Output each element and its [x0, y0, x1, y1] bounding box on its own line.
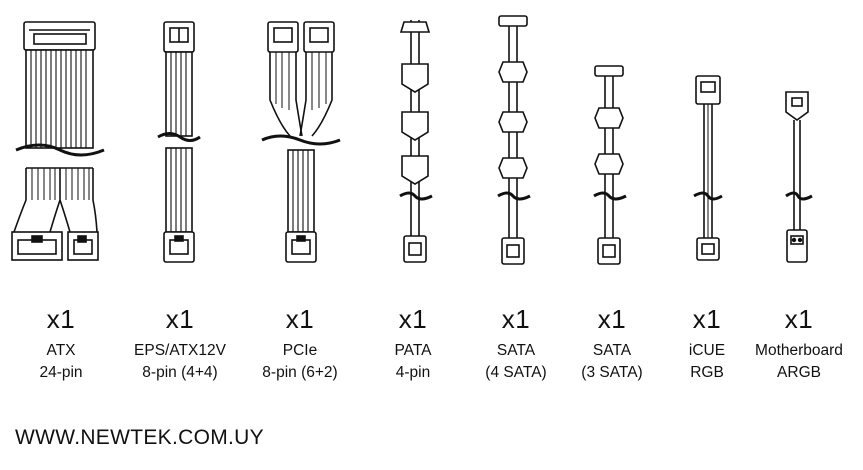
cable-detail: ARGB [777, 364, 821, 381]
quantity-label: x1 [398, 304, 428, 334]
cable-name: iCUE [688, 342, 726, 359]
cable-name: PATA [394, 342, 432, 359]
cable-detail: (4 SATA) [485, 364, 547, 381]
cable-detail: (3 SATA) [581, 364, 643, 381]
cable-name: SATA [496, 342, 536, 359]
quantity-label: x1 [285, 304, 315, 334]
sata-4-connector-cable-icon [497, 15, 531, 265]
cable-name: Motherboard [755, 342, 843, 359]
sata-3-connector-cable-icon [593, 65, 627, 265]
atx-24pin-cable-icon [11, 21, 105, 261]
cable-detail: 4-pin [395, 364, 431, 381]
icue-rgb-cable-icon [693, 75, 723, 261]
quantity-label: x1 [784, 304, 814, 334]
quantity-label: x1 [46, 304, 76, 334]
cable-detail: 8-pin (6+2) [262, 364, 338, 381]
cable-name: SATA [592, 342, 632, 359]
cable-name: EPS/ATX12V [134, 342, 226, 359]
cable-name: ATX [46, 342, 76, 359]
quantity-label: x1 [501, 304, 531, 334]
quantity-label: x1 [692, 304, 722, 334]
pcie-dual-cable-icon [261, 21, 341, 263]
cable-detail: 24-pin [39, 364, 83, 381]
cable-detail: RGB [690, 364, 724, 381]
quantity-label: x1 [597, 304, 627, 334]
cable-detail: 8-pin (4+4) [142, 364, 218, 381]
cable-name: PCIe [282, 342, 318, 359]
motherboard-argb-cable-icon [785, 91, 813, 263]
website-url: WWW.NEWTEK.COM.UY [15, 426, 264, 449]
pata-daisy-chain-cable-icon [399, 20, 433, 263]
eps-8pin-cable-icon [157, 21, 201, 263]
quantity-label: x1 [165, 304, 195, 334]
